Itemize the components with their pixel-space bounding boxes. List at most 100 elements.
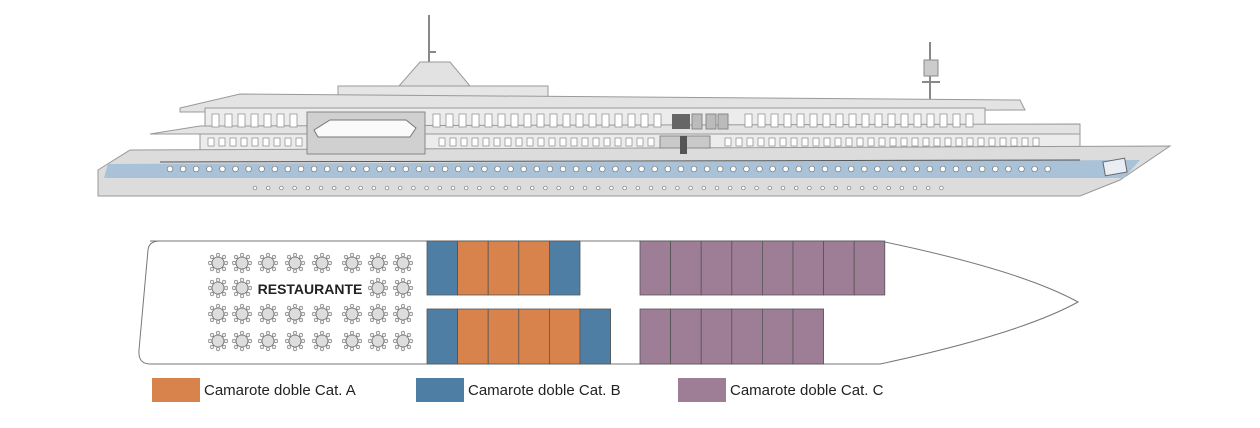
ship-window <box>1010 137 1018 147</box>
porthole <box>371 185 376 191</box>
porthole <box>833 185 838 191</box>
restaurant-label: RESTAURANTE <box>258 281 363 297</box>
legend-item-cat-c: Camarote doble Cat. C <box>678 378 883 402</box>
ship-window <box>224 113 233 128</box>
ship-window <box>549 113 558 128</box>
ship-window <box>482 137 490 147</box>
porthole <box>690 165 698 173</box>
ship-window <box>526 137 534 147</box>
ship-window <box>562 113 571 128</box>
porthole <box>795 165 802 173</box>
cabin-cat-a <box>518 308 550 365</box>
ship-window <box>647 137 655 147</box>
restaurant-table <box>231 330 253 352</box>
porthole <box>638 165 645 173</box>
ship-window <box>445 113 454 128</box>
porthole <box>780 185 786 191</box>
cabin-cat-a <box>518 240 550 296</box>
ship-window <box>944 137 952 147</box>
porthole <box>609 185 614 191</box>
porthole <box>582 185 588 191</box>
ship-window <box>295 137 303 147</box>
ship-window <box>887 113 896 128</box>
restaurant-table <box>231 277 253 299</box>
porthole <box>939 165 947 173</box>
porthole <box>166 165 174 173</box>
bridge-window <box>691 113 703 130</box>
legend-swatch-cat-b <box>416 378 464 402</box>
porthole <box>350 165 357 173</box>
porthole <box>450 185 456 191</box>
ship-window <box>211 113 220 128</box>
ship-window <box>1021 137 1029 147</box>
porthole <box>411 185 416 191</box>
porthole <box>358 185 363 191</box>
ship-window <box>874 113 883 128</box>
porthole <box>596 185 601 191</box>
restaurant-table <box>341 330 363 352</box>
cabin-cat-a <box>457 240 489 296</box>
ship-window <box>536 113 545 128</box>
porthole <box>556 185 561 191</box>
cabin-cat-c <box>670 240 702 296</box>
porthole <box>939 185 944 191</box>
porthole <box>258 165 265 173</box>
restaurant-table <box>207 277 229 299</box>
porthole <box>887 165 894 173</box>
ship-window <box>581 137 589 147</box>
porthole <box>599 165 606 173</box>
porthole <box>389 165 396 173</box>
legend-label-cat-a: Camarote doble Cat. A <box>204 381 356 399</box>
porthole <box>546 165 554 173</box>
ship-window <box>273 137 281 147</box>
porthole <box>179 165 187 173</box>
ship-window <box>933 137 941 147</box>
cabin-cat-c <box>731 240 763 296</box>
porthole <box>1031 165 1038 173</box>
porthole <box>664 165 671 173</box>
cabin-cat-c <box>792 308 825 365</box>
ship-window <box>926 113 935 128</box>
cabin-cat-a <box>487 240 520 296</box>
porthole <box>543 185 548 191</box>
ship-window <box>779 137 787 147</box>
lifeboat <box>313 119 417 138</box>
restaurant-table <box>341 303 363 325</box>
porthole <box>625 165 632 173</box>
ship-window <box>911 137 919 147</box>
porthole <box>677 165 685 173</box>
porthole <box>979 165 986 173</box>
porthole <box>730 165 737 173</box>
bridge-window <box>705 113 717 130</box>
porthole <box>271 165 278 173</box>
ship-window <box>438 137 446 147</box>
ship-window <box>592 137 600 147</box>
porthole <box>516 185 522 191</box>
porthole <box>873 185 878 191</box>
porthole <box>743 165 750 173</box>
ship-window <box>724 137 732 147</box>
legend-item-cat-a: Camarote doble Cat. A <box>152 378 356 402</box>
porthole <box>874 165 881 173</box>
restaurant-table <box>367 277 389 299</box>
porthole <box>675 185 680 191</box>
ship-window <box>458 113 467 128</box>
restaurant-table <box>392 252 414 274</box>
ship-window <box>867 137 875 147</box>
ship-window <box>432 113 441 128</box>
ship-window <box>809 113 818 128</box>
legend-label-cat-b: Camarote doble Cat. B <box>468 381 621 399</box>
ship-window <box>640 113 649 128</box>
porthole <box>533 165 540 173</box>
ship-window <box>834 137 842 147</box>
ship-window <box>504 137 512 147</box>
porthole <box>820 185 825 191</box>
ship-window <box>757 113 766 128</box>
porthole <box>688 185 693 191</box>
ship-window <box>251 137 259 147</box>
restaurant-table <box>341 252 363 274</box>
porthole <box>834 165 842 173</box>
porthole <box>992 165 999 173</box>
ship-window <box>861 113 870 128</box>
porthole <box>402 165 409 173</box>
